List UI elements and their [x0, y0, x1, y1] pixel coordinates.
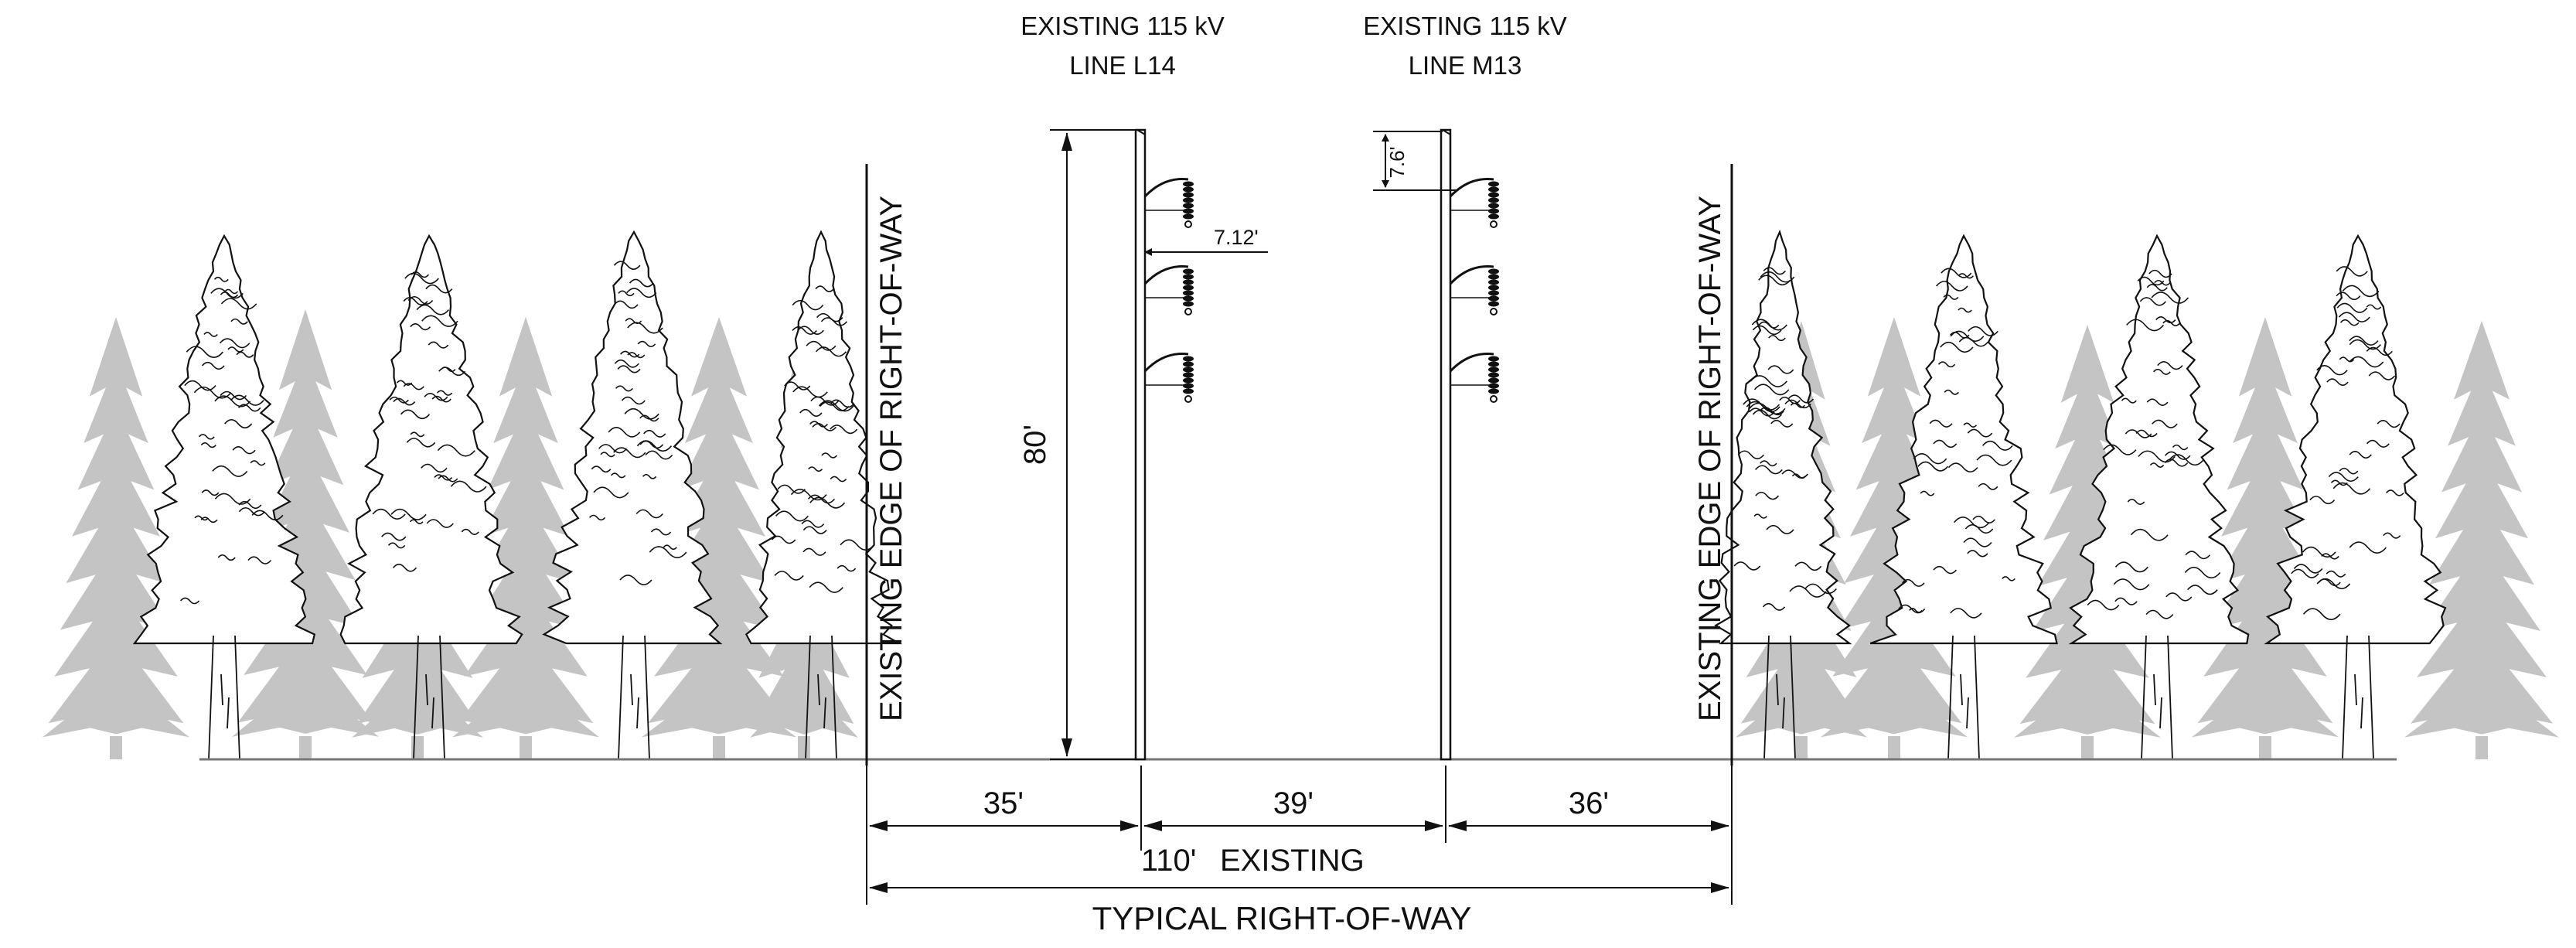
spruce-silhouette — [452, 317, 599, 738]
span-dimensions — [866, 766, 1733, 905]
spruce-silhouette — [2014, 325, 2161, 738]
pole-m13 — [1440, 128, 1452, 761]
arm-length-label: 7.12' — [1214, 226, 1259, 249]
line-l14-name: EXISTING 115 kV — [1021, 12, 1224, 40]
pole-height-label: 80' — [1018, 425, 1052, 465]
span-2-label: 39' — [1273, 786, 1314, 820]
outline-tree — [745, 230, 903, 760]
pole-m13-insulators — [1449, 177, 1499, 403]
outline-tree — [2068, 234, 2250, 760]
line-m13-id: LINE M13 — [1409, 51, 1522, 80]
total-width-label: EXISTING — [1220, 844, 1365, 878]
top-offset-label: 7.6' — [1385, 146, 1409, 178]
pole-l14-insulators — [1143, 177, 1194, 403]
spruce-silhouette — [232, 309, 379, 737]
pole-l14 — [1134, 128, 1147, 761]
line-m13-name: EXISTING 115 kV — [1363, 12, 1566, 40]
spruce-silhouette — [2192, 317, 2339, 738]
spruce-silhouette — [43, 317, 189, 738]
pole-height-dimension — [1050, 129, 1138, 760]
outline-tree — [339, 234, 523, 760]
total-width-value: 110' — [1141, 844, 1196, 878]
line-l14-id: LINE L14 — [1069, 51, 1176, 80]
span-1-label: 35' — [983, 786, 1024, 820]
outline-tree — [542, 230, 723, 760]
caption: TYPICAL RIGHT-OF-WAY — [1092, 900, 1472, 936]
row-edge-left-label: EXISTING EDGE OF RIGHT-OF-WAY — [874, 196, 908, 721]
spruce-silhouette — [2404, 321, 2559, 738]
row-edge-right-label: EXISTING EDGE OF RIGHT-OF-WAY — [1693, 196, 1727, 721]
span-3-label: 36' — [1569, 786, 1609, 820]
foreground-tree-outlines — [132, 229, 2447, 760]
outline-tree — [1869, 234, 2058, 760]
top-offset-dimension — [1373, 131, 1458, 191]
outline-tree — [132, 234, 316, 760]
spruce-silhouette — [642, 317, 796, 738]
outline-tree — [1714, 229, 1852, 760]
outline-tree — [2264, 234, 2447, 760]
arm-length-dimension — [1144, 246, 1268, 260]
